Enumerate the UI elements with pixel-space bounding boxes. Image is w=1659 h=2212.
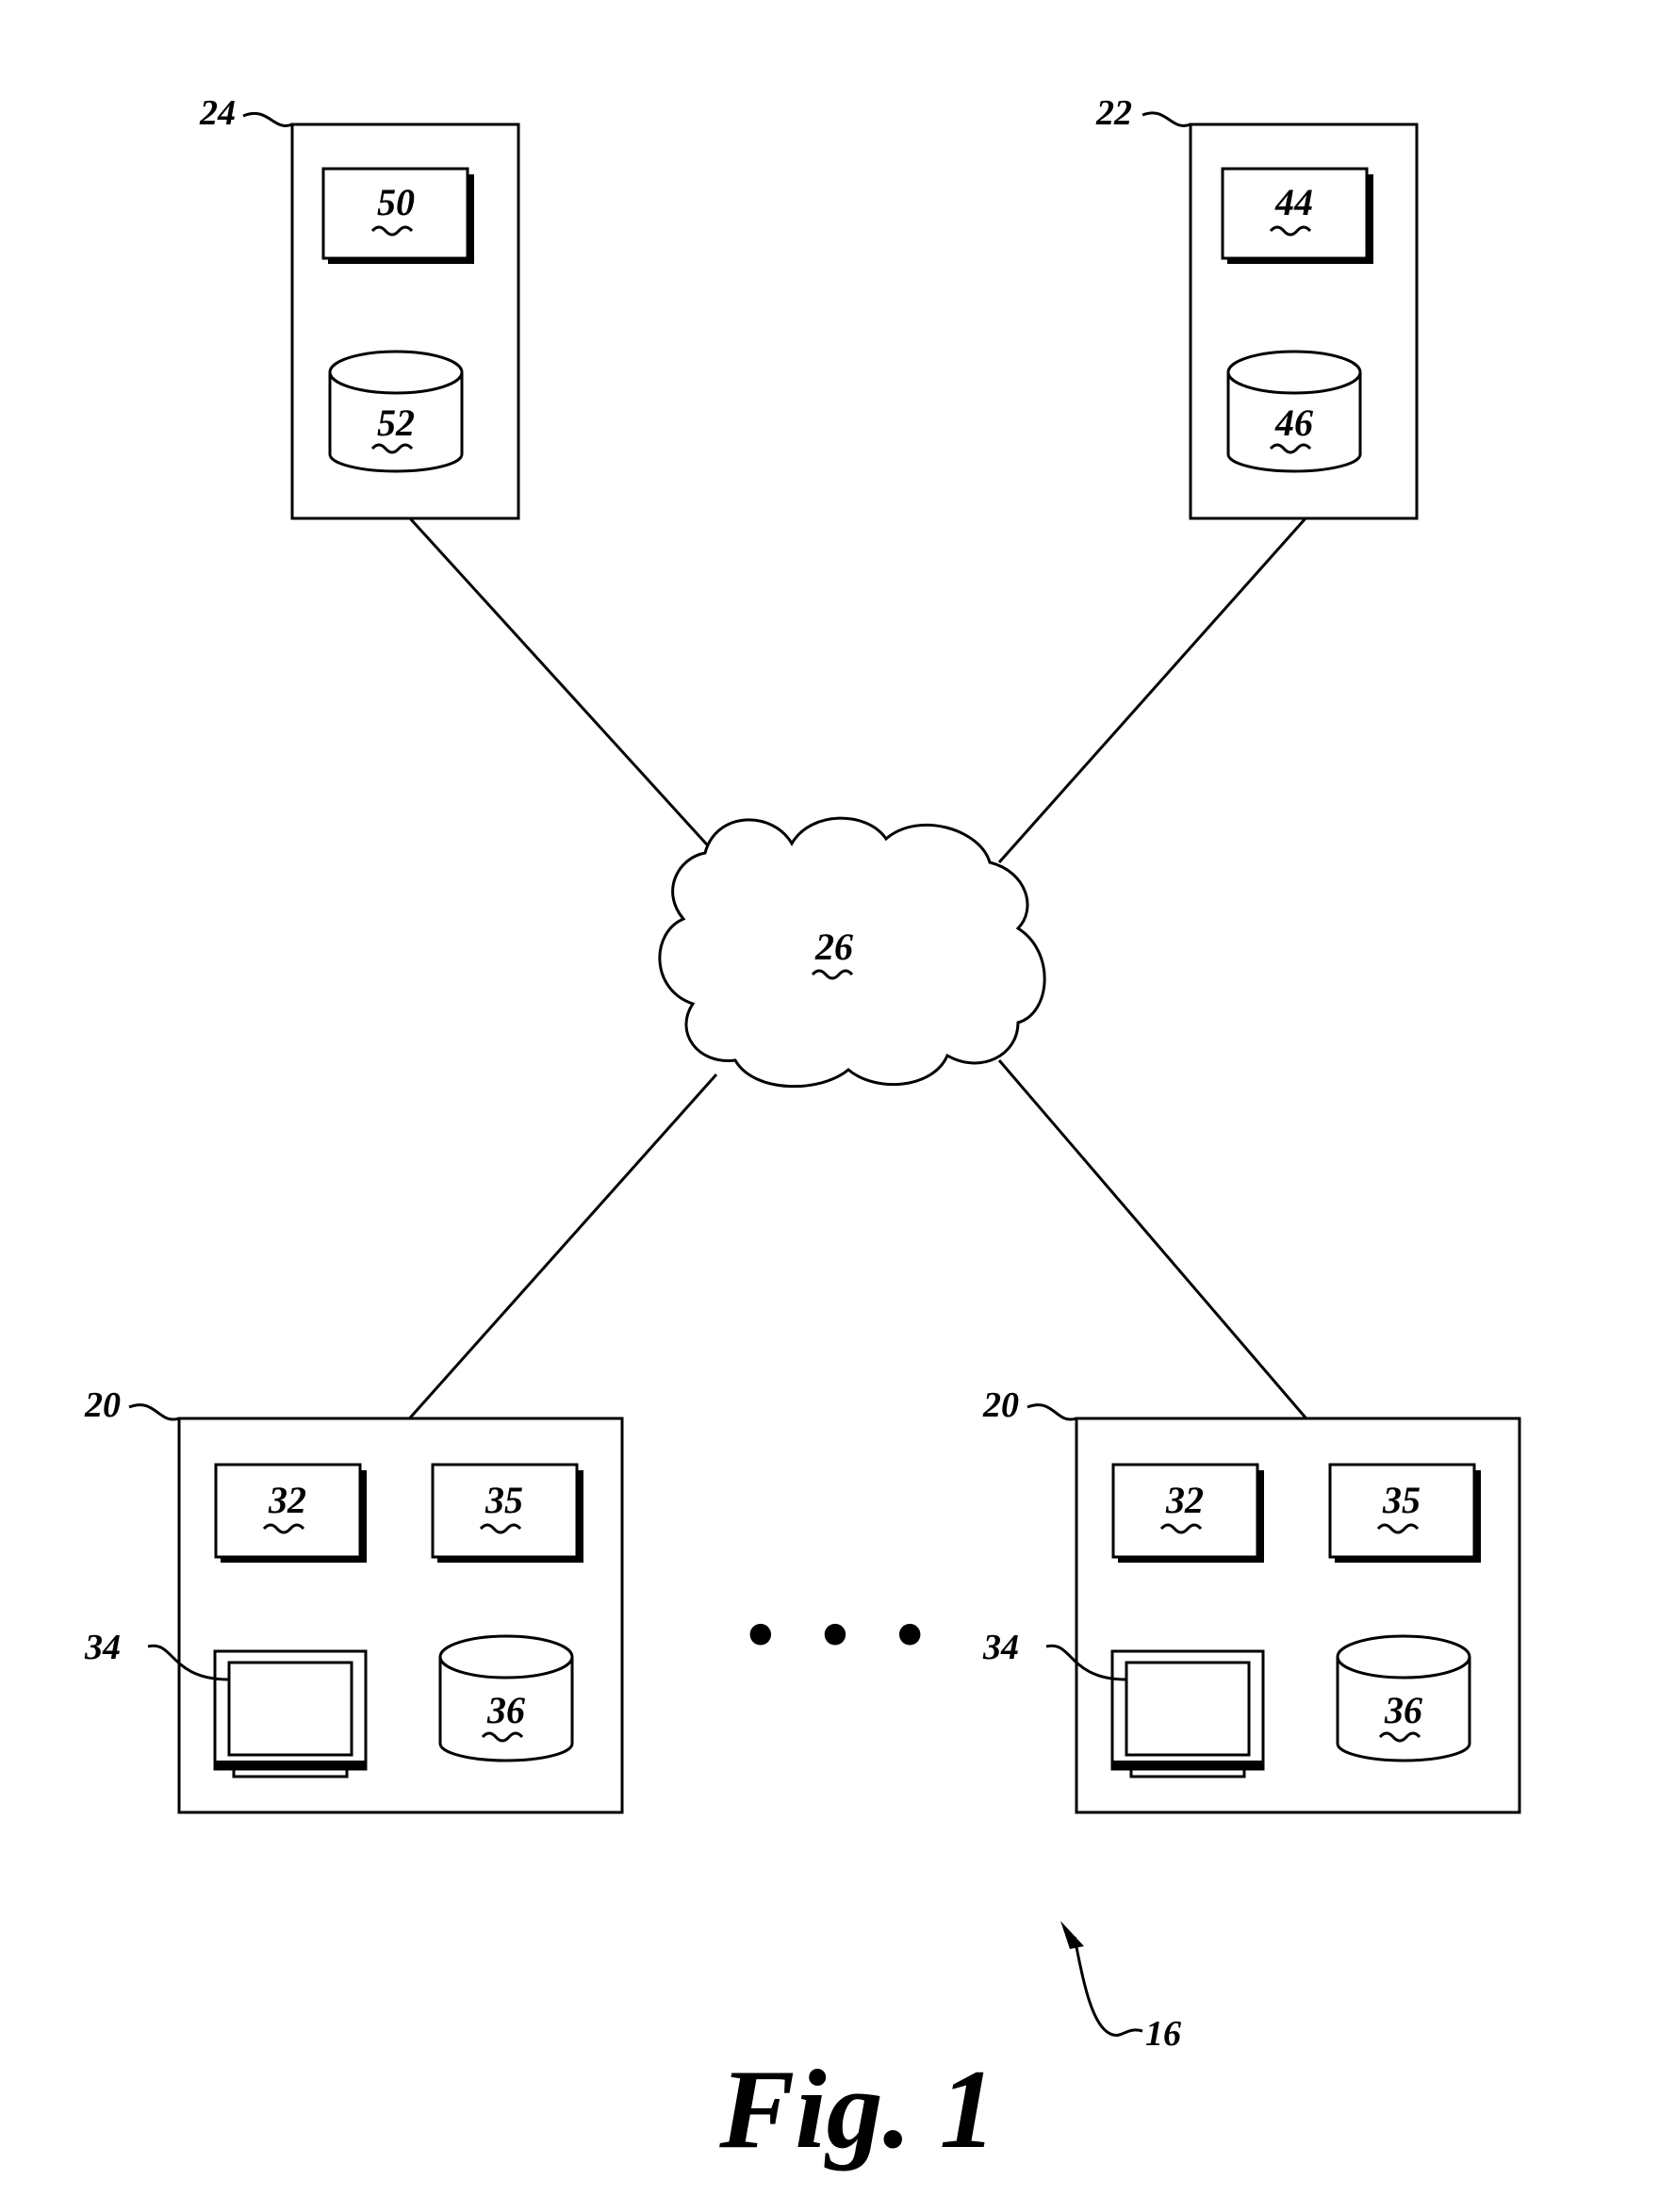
database-36-right: 36 [1338, 1636, 1470, 1761]
database-52: 52 [330, 352, 462, 471]
box-32-right-label: 32 [1165, 1479, 1204, 1521]
monitor-icon-right: 34 [982, 1628, 1263, 1777]
ellipsis: • • • [741, 1602, 936, 1672]
network-label: 26 [814, 926, 853, 968]
processor-box-50: 50 [323, 169, 474, 264]
monitor-icon-left: 34 [84, 1628, 366, 1777]
system-16-reference: 16 [1060, 1921, 1181, 2054]
link-server-22-network [999, 518, 1306, 862]
processor-box-44-label: 44 [1274, 181, 1313, 223]
box-35-left: 35 [433, 1465, 583, 1563]
server-22-label: 22 [1095, 93, 1132, 133]
box-35-right-label: 35 [1382, 1479, 1421, 1521]
database-36-left: 36 [440, 1636, 572, 1761]
box-35-left-label: 35 [485, 1479, 523, 1521]
processor-box-50-label: 50 [377, 181, 415, 223]
figure-caption: Fig. 1 [718, 2046, 995, 2171]
monitor-left-label: 34 [84, 1628, 121, 1667]
client-right-20: 20 32 35 34 36 [982, 1385, 1519, 1812]
processor-box-44: 44 [1223, 169, 1373, 264]
database-36-right-label: 36 [1384, 1689, 1422, 1731]
box-32-right: 32 [1113, 1465, 1264, 1563]
server-24: 24 50 52 [199, 93, 518, 518]
link-network-client-left [405, 1074, 716, 1423]
database-36-left-label: 36 [486, 1689, 525, 1731]
box-32-left-label: 32 [268, 1479, 306, 1521]
client-left-20: 20 32 35 34 36 [84, 1385, 622, 1812]
database-46: 46 [1228, 352, 1360, 471]
server-24-label: 24 [199, 93, 236, 133]
client-left-label: 20 [84, 1385, 121, 1425]
database-52-label: 52 [377, 401, 415, 444]
server-22: 22 44 46 [1095, 93, 1417, 518]
client-right-label: 20 [982, 1385, 1019, 1425]
link-server-24-network [410, 518, 715, 853]
database-46-label: 46 [1274, 401, 1313, 444]
box-32-left: 32 [216, 1465, 367, 1563]
link-network-client-right [999, 1060, 1310, 1423]
monitor-right-label: 34 [982, 1628, 1019, 1667]
network-cloud-26: 26 [660, 818, 1044, 1087]
system-label: 16 [1145, 2014, 1181, 2054]
box-35-right: 35 [1330, 1465, 1481, 1563]
